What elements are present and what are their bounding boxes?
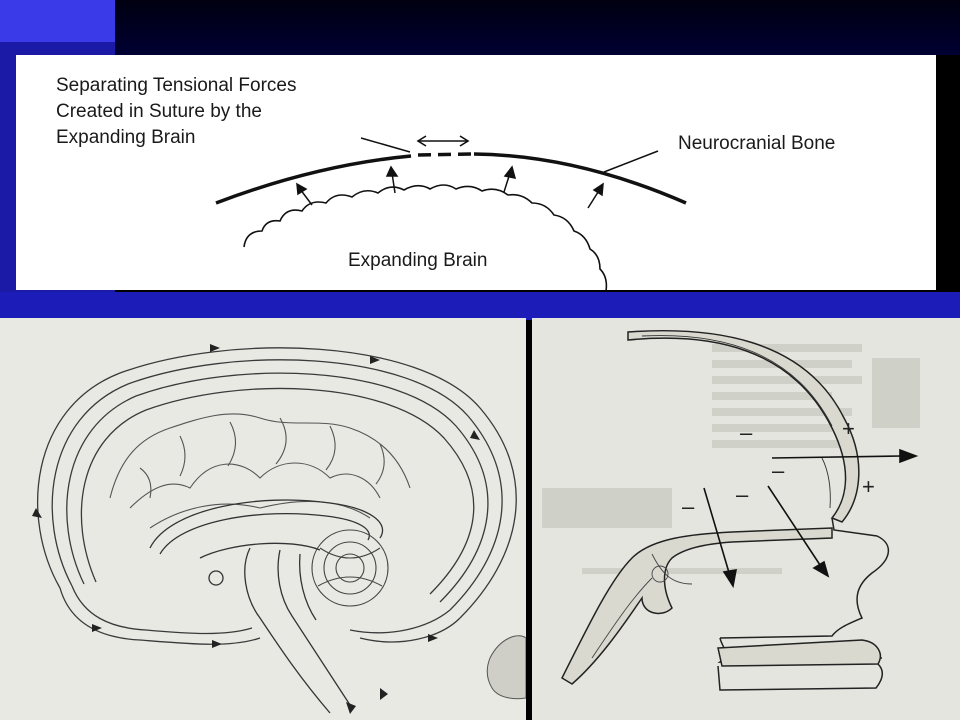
cerebellum bbox=[311, 529, 389, 607]
bone-arc-left bbox=[215, 154, 412, 205]
brainstem bbox=[244, 547, 353, 714]
brain-contour-lines bbox=[37, 347, 517, 645]
brain-outline bbox=[243, 184, 608, 290]
slide-background-band bbox=[0, 292, 960, 320]
growth-arrows bbox=[703, 448, 919, 589]
pituitary bbox=[208, 570, 224, 586]
lower-outline bbox=[717, 663, 883, 691]
corpus-callosum bbox=[149, 499, 384, 559]
brainstem-arrows bbox=[346, 688, 388, 714]
plus-sign-1: + bbox=[842, 416, 855, 441]
slide-background-corner bbox=[0, 0, 115, 42]
force-arrows bbox=[296, 165, 604, 209]
brain-gyri bbox=[109, 413, 411, 529]
cranial-section-sketch: – + – + – – bbox=[532, 318, 960, 720]
double-arrow-icon bbox=[416, 135, 470, 147]
contour-arrow-markers bbox=[32, 344, 480, 648]
tension-leader-line bbox=[360, 137, 411, 153]
expanding-brain-label: Expanding Brain bbox=[348, 250, 488, 271]
bone-arc-right bbox=[473, 152, 687, 205]
tension-label-line-3: Expanding Brain bbox=[56, 127, 196, 148]
plus-sign-2: + bbox=[862, 474, 875, 499]
cranial-base-texture bbox=[591, 553, 693, 659]
vault-texture bbox=[641, 335, 833, 509]
slide-background-top bbox=[115, 0, 960, 55]
skull-vault bbox=[627, 329, 860, 523]
suture-gap bbox=[417, 152, 472, 157]
tension-label-line-2: Created in Suture by the bbox=[56, 101, 262, 122]
brain-sketch-drawing bbox=[32, 344, 526, 714]
cranial-section-drawing bbox=[542, 329, 920, 691]
minus-sign-1: – bbox=[740, 420, 753, 445]
minus-sign-2: – bbox=[772, 458, 785, 483]
suture-tension-diagram: Separating Tensional Forces Created in S… bbox=[16, 55, 936, 290]
sagittal-brain-sketch bbox=[0, 318, 526, 720]
cranial-base bbox=[561, 527, 833, 685]
minus-sign-3: – bbox=[682, 494, 695, 519]
bone-leader-line bbox=[603, 150, 659, 173]
suture-diagram-drawing bbox=[215, 135, 687, 290]
palate-block bbox=[717, 639, 882, 667]
tension-label-line-1: Separating Tensional Forces bbox=[56, 75, 297, 96]
neurocranial-bone-label: Neurocranial Bone bbox=[678, 133, 836, 154]
tension-forces-label: Separating Tensional Forces Created in S… bbox=[56, 73, 296, 151]
hand-sketch bbox=[486, 635, 526, 700]
minus-sign-4: – bbox=[736, 482, 749, 507]
